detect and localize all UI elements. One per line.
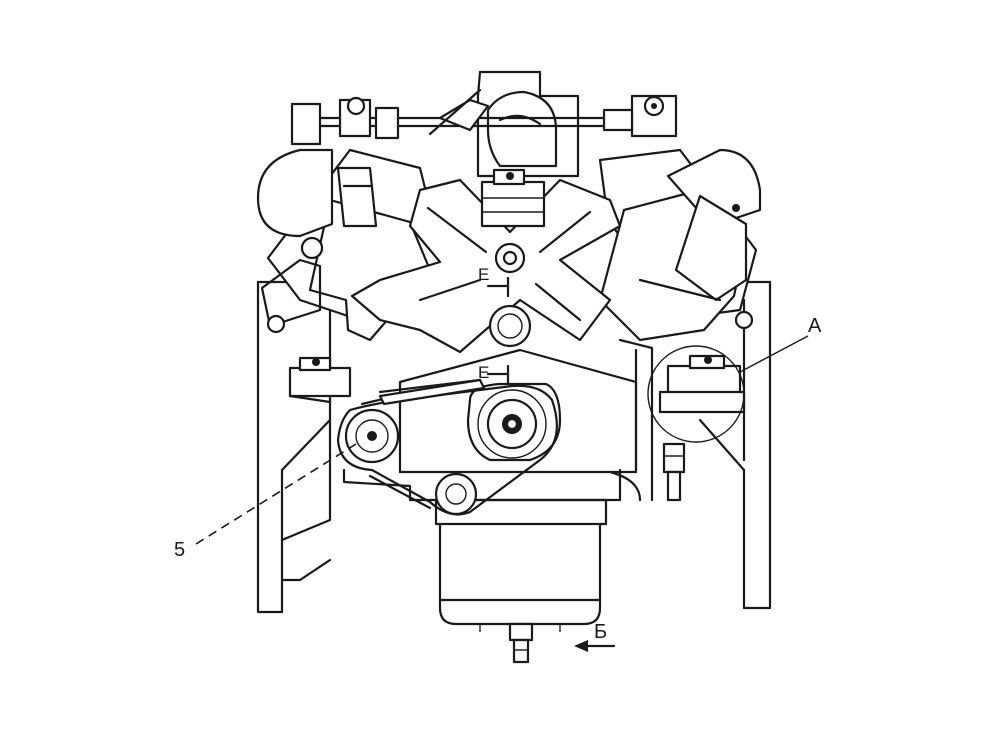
callout-b-label: Б [594, 621, 607, 643]
detail-a-circle: A [647, 315, 822, 443]
left-engine-mount [288, 356, 352, 404]
leader-5: 5 [174, 443, 357, 561]
right-mount-bracket [698, 280, 772, 610]
tensioner-pulley [434, 472, 478, 516]
callout-5-label: 5 [174, 539, 185, 561]
section-e-lower-label: Е [478, 363, 489, 382]
generator-pulley [344, 408, 400, 464]
right-pipe [618, 338, 654, 502]
top-pipe-rail [290, 88, 678, 146]
section-mark-upper: Е [478, 265, 510, 298]
callout-a-label: A [808, 315, 822, 337]
section-e-upper-label: Е [478, 265, 489, 284]
crankshaft-pulley [466, 382, 562, 462]
right-cylinder-bank [598, 148, 762, 342]
left-mount-bracket [256, 280, 332, 614]
direction-arrow-b: Б [574, 621, 616, 652]
right-engine-mount [658, 354, 746, 414]
belt-guard-strap [378, 378, 486, 406]
x-bracket [350, 178, 622, 354]
idler-pulley [488, 304, 532, 348]
fuel-pump [480, 168, 546, 228]
section-mark-lower: Е [478, 363, 510, 386]
top-intake-unit [476, 70, 580, 178]
oil-pan [434, 498, 608, 632]
drain-plug [508, 622, 534, 664]
right-fuel-fitting [662, 442, 686, 502]
